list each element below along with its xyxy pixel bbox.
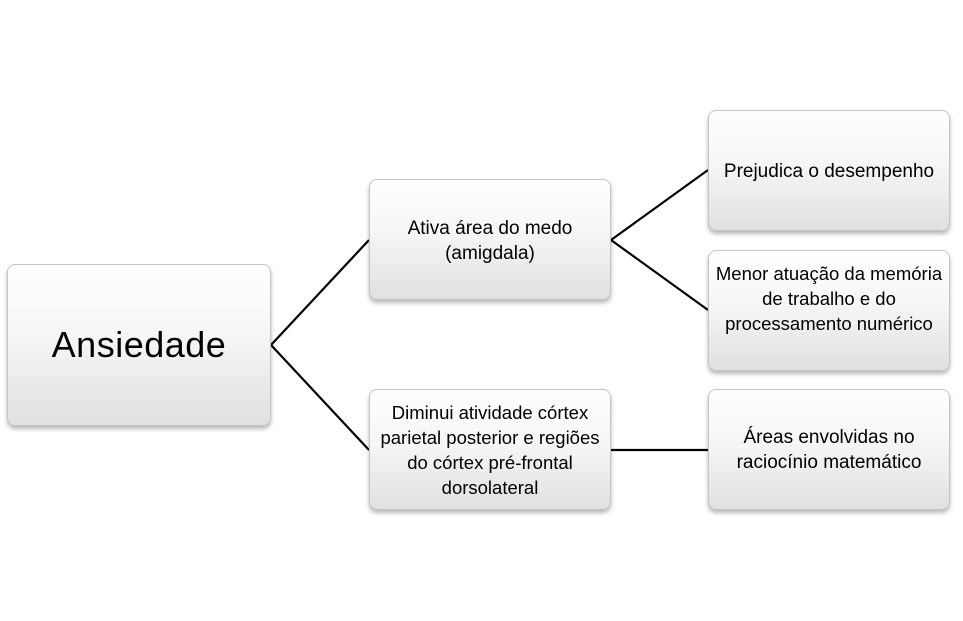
edge-root-ativa — [270, 239, 370, 346]
edge-ativa-menor — [610, 239, 709, 311]
node-ativa-area-medo-label: Ativa área do medo (amigdala) — [407, 218, 573, 264]
node-menor-atuacao: Menor atuação da memória de trabalho e d… — [708, 250, 950, 371]
node-areas-envolvidas: Áreas envolvidas no raciocínio matemátic… — [708, 389, 950, 510]
node-diminui-atividade: Diminui atividade córtex parietal poster… — [369, 389, 611, 510]
node-ansiedade-label: Ansiedade — [51, 324, 227, 365]
node-menor-atuacao-label: Menor atuação da memória de trabalho e d… — [715, 263, 943, 334]
node-ativa-area-medo: Ativa área do medo (amigdala) — [369, 179, 611, 300]
node-prejudica-desempenho: Prejudica o desempenho — [708, 110, 950, 231]
node-prejudica-desempenho-label: Prejudica o desempenho — [723, 161, 935, 182]
node-ansiedade: Ansiedade — [7, 264, 271, 426]
edge-root-diminui — [270, 344, 370, 451]
edge-ativa-prejudica — [610, 169, 709, 241]
node-areas-envolvidas-label: Áreas envolvidas no raciocínio matemátic… — [736, 427, 922, 473]
node-diminui-atividade-label: Diminui atividade córtex parietal poster… — [380, 402, 600, 498]
